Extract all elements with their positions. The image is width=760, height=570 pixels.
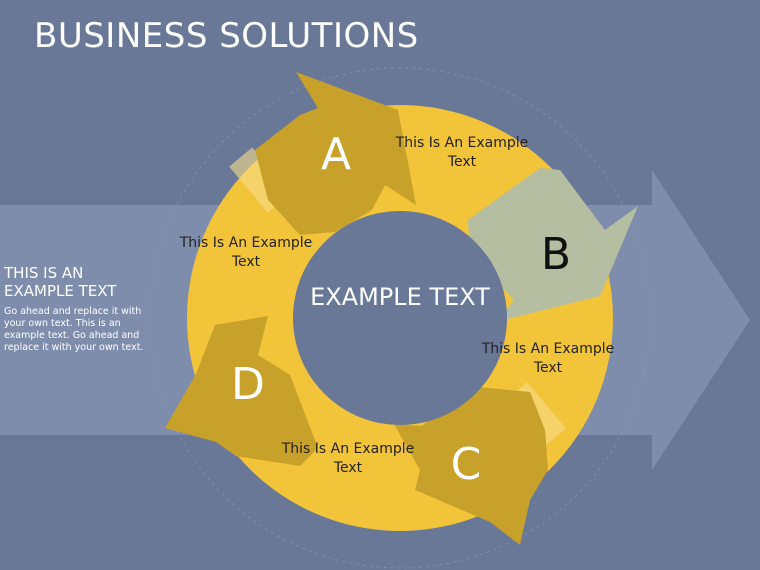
segment-text-left: This Is An Example Text — [179, 235, 313, 270]
letter-b: B — [540, 229, 572, 280]
segment-text-right: This Is An Example Text — [481, 341, 615, 376]
letter-d: D — [231, 359, 265, 410]
segment-text-bottom: This Is An Example Text — [281, 441, 415, 476]
arrow-c — [394, 386, 548, 545]
letter-a: A — [320, 129, 352, 180]
page-title: BUSINESS SOLUTIONS — [34, 16, 419, 56]
arrow-d — [165, 316, 318, 466]
segment-text-top: This Is An Example Text — [395, 135, 529, 170]
side-heading: THIS IS AN EXAMPLE TEXT — [4, 264, 117, 300]
center-text: EXAMPLE TEXT — [310, 283, 490, 311]
center-disc — [293, 211, 507, 425]
letter-c: C — [450, 439, 482, 490]
arrow-b — [468, 168, 638, 322]
dashed-orbit — [149, 67, 651, 569]
side-body-text: Go ahead and replace it with your own te… — [4, 306, 144, 353]
arrow-a — [255, 72, 416, 235]
